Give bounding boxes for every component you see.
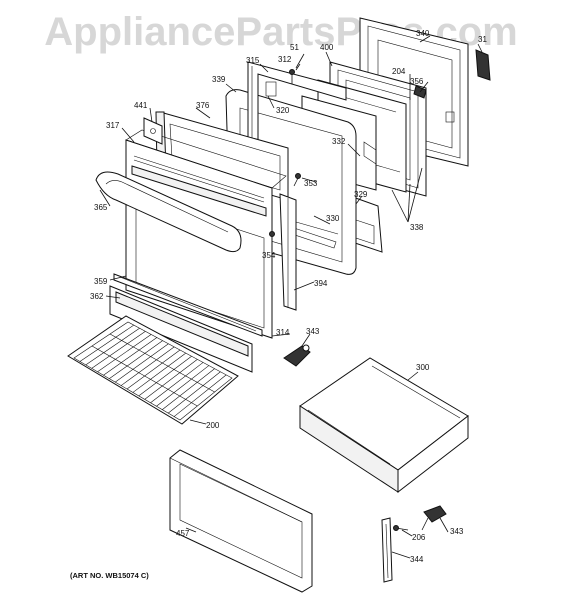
callout-200: 200 xyxy=(206,421,220,430)
rack-wire xyxy=(150,362,204,404)
callout-365: 365 xyxy=(94,203,108,212)
screw-354 xyxy=(269,231,275,237)
callout-51: 51 xyxy=(290,43,299,52)
callout-314: 314 xyxy=(276,328,290,337)
callout-362: 362 xyxy=(90,292,104,301)
callout-330: 330 xyxy=(326,214,340,223)
side-rail-394 xyxy=(279,193,297,311)
callout-204: 204 xyxy=(392,67,406,76)
rack-wire xyxy=(115,343,169,383)
callout-338: 338 xyxy=(410,223,424,232)
callout-31: 31 xyxy=(478,35,487,44)
screw-206 xyxy=(393,525,409,531)
callout-320: 320 xyxy=(276,106,290,115)
bottom-trim-362 xyxy=(109,285,253,373)
outer-door-317 xyxy=(125,129,287,339)
callout-441: 441 xyxy=(134,101,148,110)
rack-wire xyxy=(162,368,215,410)
door-gasket-31 xyxy=(475,49,491,81)
hinge-343-upper xyxy=(283,344,311,367)
rack-wire xyxy=(109,340,163,379)
rack-wire xyxy=(138,355,192,397)
callout-315: 315 xyxy=(246,56,260,65)
rack-wire xyxy=(126,349,181,390)
rack-wire xyxy=(103,337,158,376)
screw-353 xyxy=(293,173,301,187)
drawer-glide-344 xyxy=(381,517,393,583)
rack-crossbar xyxy=(91,345,198,407)
callout-339: 339 xyxy=(212,75,226,84)
callout-353: 353 xyxy=(304,179,318,188)
rack-wire xyxy=(168,371,221,414)
callout-329: 329 xyxy=(354,190,368,199)
callout-332: 332 xyxy=(332,137,346,146)
leader-lines xyxy=(99,35,483,559)
callout-394: 394 xyxy=(314,279,328,288)
callout-317: 317 xyxy=(106,121,120,130)
rack-wire xyxy=(91,331,146,369)
screw-312 xyxy=(289,69,295,84)
rack-wire xyxy=(97,334,152,373)
rack-crossbar xyxy=(109,333,215,393)
vent-trim-359 xyxy=(113,273,263,337)
callout-376: 376 xyxy=(196,101,210,110)
door-handle-365 xyxy=(95,171,242,253)
rack-wire xyxy=(132,352,186,393)
callout-300: 300 xyxy=(416,363,430,372)
callout-312: 312 xyxy=(278,55,292,64)
rack-wire xyxy=(173,374,227,417)
callout-354: 354 xyxy=(262,251,276,260)
rack-wire xyxy=(120,346,175,386)
rack-wire xyxy=(79,324,134,362)
rack-wire xyxy=(156,365,210,407)
door-latch-441 xyxy=(143,117,163,145)
callout-labels: 340 31 51 400 315 312 204 356 339 320 44… xyxy=(90,29,487,564)
rack-wire xyxy=(85,327,140,366)
callout-356: 356 xyxy=(410,77,424,86)
callout-340: 340 xyxy=(416,29,430,38)
oven-rack-200 xyxy=(67,315,239,425)
callout-343-lower: 343 xyxy=(450,527,464,536)
drawer-front-457 xyxy=(169,449,313,593)
hinge-343-lower xyxy=(421,505,447,531)
callout-359: 359 xyxy=(94,277,108,286)
art-number: (ART NO. WB15074 C) xyxy=(70,571,149,580)
rack-wire xyxy=(144,359,198,400)
callout-457: 457 xyxy=(176,529,190,538)
callout-206: 206 xyxy=(412,533,426,542)
callout-400: 400 xyxy=(320,43,334,52)
storage-drawer-300 xyxy=(299,357,469,494)
callout-343-upper: 343 xyxy=(306,327,320,336)
callout-344: 344 xyxy=(410,555,424,564)
